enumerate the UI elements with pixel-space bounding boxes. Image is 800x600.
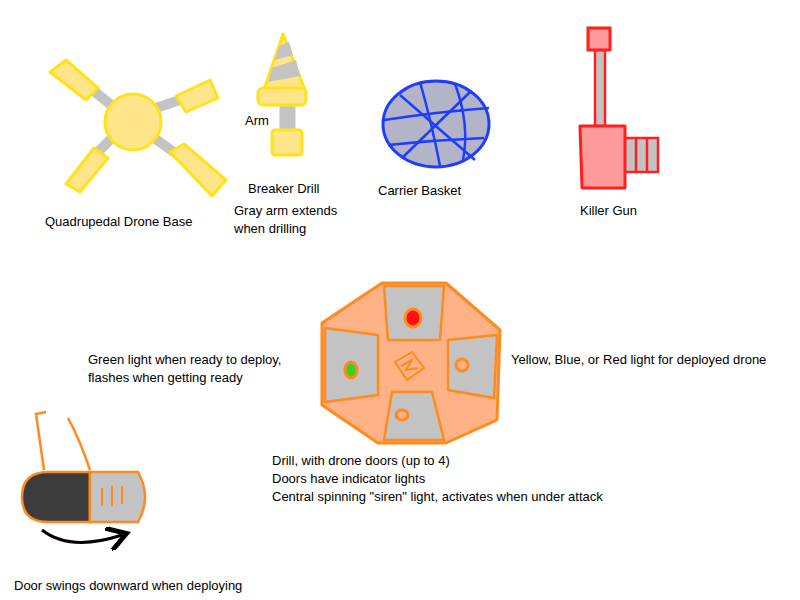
door-swing-part-part — [111, 486, 113, 506]
drill-hub-part — [325, 286, 497, 440]
drill-hub-part — [395, 352, 424, 380]
note-text: Central spinning "siren" light, activate… — [272, 488, 603, 506]
note-text: Yellow, Blue, or Red light for deployed … — [511, 351, 766, 369]
carrier-basket-part — [383, 81, 489, 167]
door-swing-part-part — [68, 418, 90, 470]
drill-hub-part — [401, 360, 418, 370]
killer-gun — [580, 28, 658, 188]
door-swing-part — [42, 530, 122, 542]
carrier-basket-part — [384, 82, 489, 166]
breaker-drill-part — [280, 104, 295, 132]
drill-hub — [322, 283, 500, 443]
door-swing-part-part — [121, 486, 123, 504]
drone-base-part-part — [50, 60, 98, 100]
door-swing-part-part — [101, 488, 103, 506]
breaker-drill-part — [258, 88, 306, 105]
part-label: Carrier Basket — [378, 182, 461, 200]
killer-gun-part — [624, 138, 658, 172]
note-text: Door swings downward when deploying — [14, 577, 242, 595]
part-label: Arm — [245, 112, 269, 130]
door-swing-part — [22, 472, 90, 522]
breaker-drill-part — [272, 130, 302, 155]
drill-hub-part-part — [384, 392, 444, 440]
breaker-drill-part — [275, 42, 293, 60]
drone-base-part-part — [66, 148, 108, 192]
drill-hub-part — [396, 410, 408, 420]
drill-hub-part-part — [448, 335, 497, 398]
door-swing — [22, 412, 145, 542]
killer-gun-part — [580, 126, 625, 188]
breaker-drill-part — [268, 60, 300, 82]
drill-hub-part — [456, 359, 468, 371]
carrier-basket-part-part — [402, 92, 470, 158]
door-swing-part — [102, 486, 122, 506]
door-swing-part — [90, 472, 145, 522]
drone-base — [50, 60, 226, 196]
killer-gun-part — [588, 28, 610, 50]
breaker-drill — [258, 34, 306, 155]
part-label: Killer Gun — [580, 202, 637, 220]
drone-base-part-part — [170, 144, 226, 196]
drill-hub-part — [405, 309, 421, 327]
drone-base-part — [95, 92, 180, 155]
killer-gun-part — [595, 50, 605, 126]
drill-hub-part-part — [325, 328, 378, 402]
carrier-basket-part-part — [384, 108, 489, 120]
carrier-basket — [383, 81, 489, 167]
note-text: Drill, with drone doors (up to 4) — [272, 452, 450, 470]
drone-base-part-part — [176, 80, 218, 112]
killer-gun-part-part — [646, 138, 649, 172]
killer-gun-part-part — [635, 138, 638, 172]
door-swing-part-part — [36, 412, 46, 470]
drone-base-part-part — [105, 94, 161, 150]
part-label: Breaker Drill — [248, 180, 320, 198]
door-swing-part — [36, 412, 90, 470]
note-text: Green light when ready to deploy, flashe… — [88, 351, 314, 387]
drill-hub-part-part — [384, 286, 444, 340]
drill-hub-part — [322, 283, 500, 443]
note-text: Doors have indicator lights — [272, 470, 425, 488]
drone-base-part — [50, 60, 226, 196]
killer-gun-part — [636, 138, 647, 172]
breaker-drill-part — [264, 34, 305, 90]
note-text: Gray arm extends when drilling — [234, 202, 346, 238]
drill-hub-part — [345, 362, 357, 378]
part-label: Quadrupedal Drone Base — [45, 213, 192, 231]
